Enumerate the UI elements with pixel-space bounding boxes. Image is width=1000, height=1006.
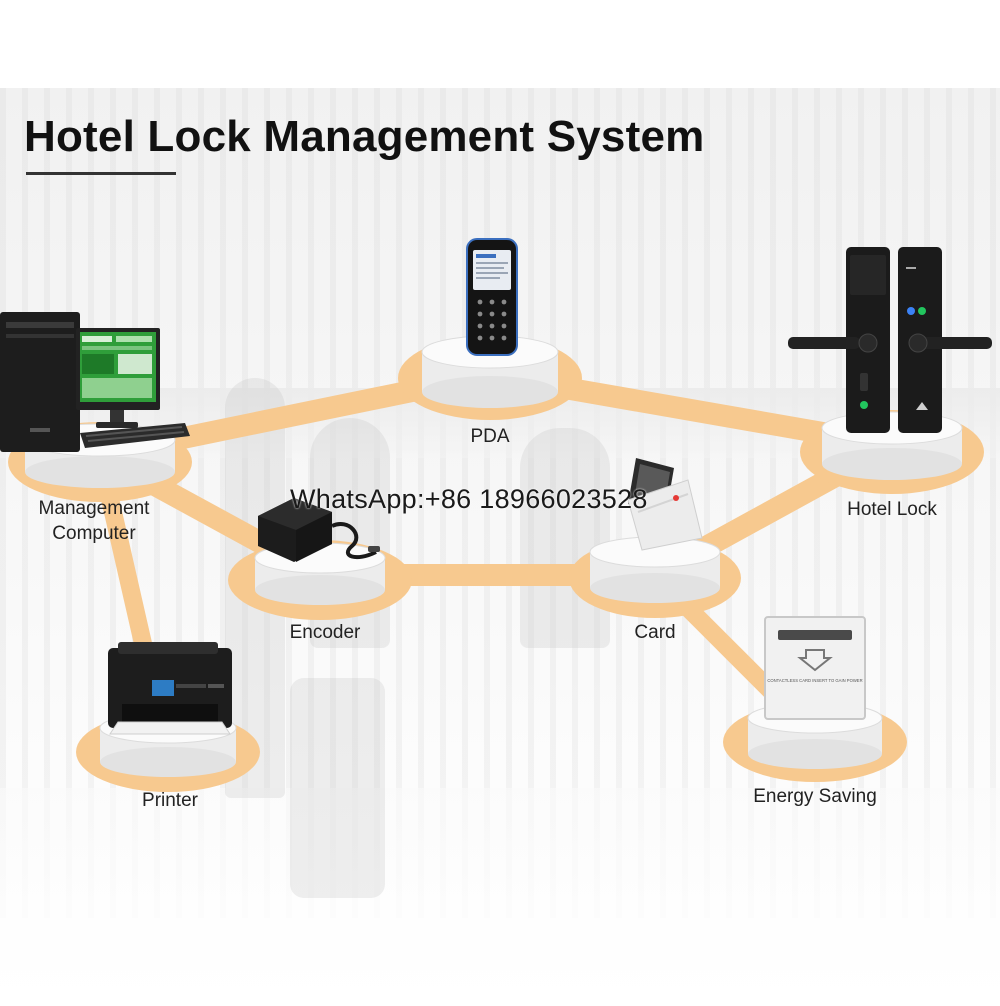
label-management-computer-line2: Computer: [52, 523, 136, 544]
background-floor: [0, 788, 1000, 1006]
pedestal-card: [569, 536, 741, 618]
energy-panel-text: CONTACTLESS CARD INSERT TO GAIN POWER: [767, 678, 862, 683]
label-management-computer-line1: Management: [38, 498, 150, 519]
printer-icon: [108, 642, 232, 735]
label-printer: Printer: [142, 790, 198, 811]
energy-saving-switch-icon: CONTACTLESS CARD INSERT TO GAIN POWER: [764, 616, 866, 720]
background-suitcase: [290, 678, 385, 898]
label-hotel-lock: Hotel Lock: [847, 499, 937, 520]
label-energy-saving: Energy Saving: [753, 786, 877, 807]
label-pda: PDA: [470, 426, 510, 447]
pedestal-pda: [398, 335, 582, 420]
door-lock-icon: [788, 247, 992, 433]
card-encoder-icon: [258, 498, 380, 562]
label-card: Card: [634, 622, 676, 643]
page-title: Hotel Lock Management System: [24, 112, 705, 161]
rfid-card-icon: [627, 458, 703, 551]
pedestal-encoder: [228, 540, 412, 620]
pda-icon: [466, 238, 518, 356]
label-encoder: Encoder: [289, 622, 361, 643]
label-management-computer: Management Computer: [20, 496, 168, 546]
title-underline: [26, 172, 176, 175]
desktop-computer-icon: [0, 312, 190, 452]
background-person-silhouette: [520, 428, 610, 648]
whatsapp-watermark: WhatsApp:+86 18966023528: [290, 484, 648, 514]
